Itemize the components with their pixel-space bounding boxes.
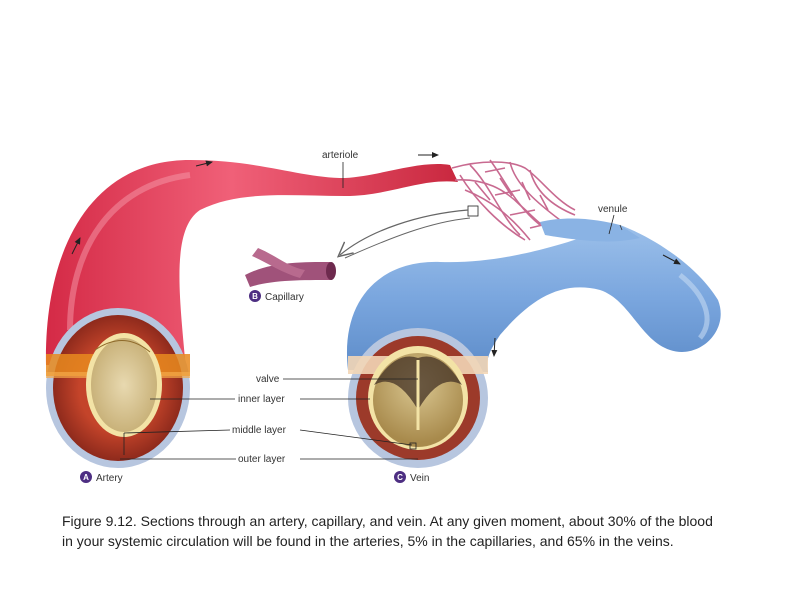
artery-cross-section (46, 308, 190, 468)
capillary-illustration (245, 248, 336, 287)
label-arteriole: arteriole (322, 150, 359, 161)
callout-arrow-lower (344, 217, 471, 259)
svg-text:B: B (252, 292, 258, 301)
label-venule: venule (598, 204, 628, 215)
label-outer-layer: outer layer (238, 454, 286, 465)
capillary-network (451, 159, 576, 241)
svg-text:C: C (397, 473, 403, 482)
badge-capillary: B (249, 290, 261, 302)
label-valve: valve (256, 374, 280, 385)
leader-lines (120, 162, 615, 460)
label-middle-layer: middle layer (232, 425, 287, 436)
label-vein: Vein (410, 473, 429, 484)
label-capillary: Capillary (265, 292, 304, 303)
badge-vein: C (394, 471, 406, 483)
label-artery: Artery (96, 473, 123, 484)
label-inner-layer: inner layer (238, 394, 285, 405)
svg-text:A: A (83, 473, 89, 482)
figure-caption: Figure 9.12. Sections through an artery,… (62, 513, 713, 549)
badge-artery: A (80, 471, 92, 483)
flow-arrows (71, 152, 681, 357)
vein-cross-section (348, 328, 488, 468)
callout-arrow (340, 209, 469, 255)
callout-box (467, 205, 479, 217)
